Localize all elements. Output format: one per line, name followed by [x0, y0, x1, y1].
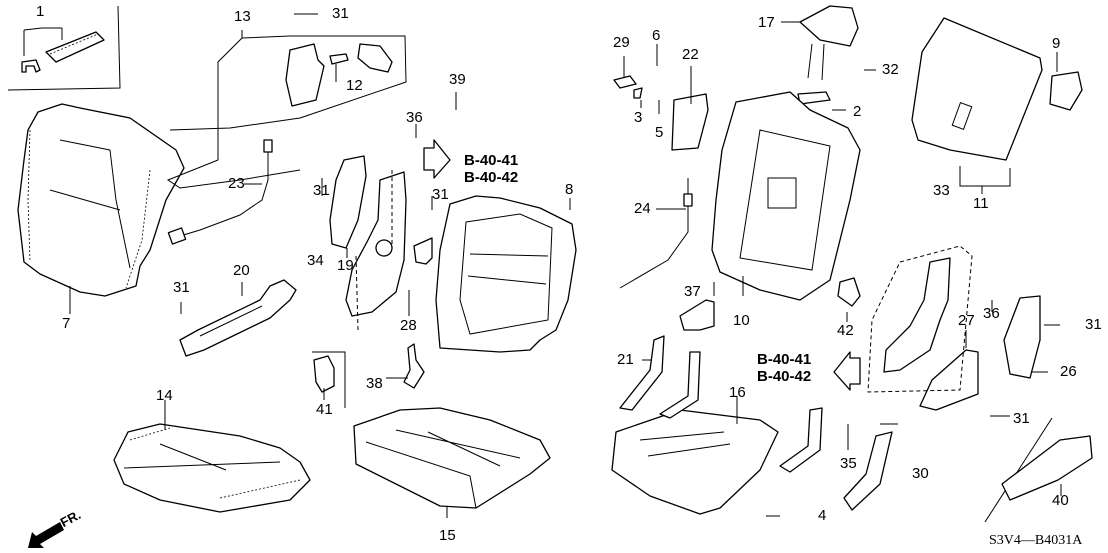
callout-7[interactable]: 7 — [62, 315, 71, 332]
callout-22[interactable]: 22 — [682, 46, 699, 63]
recliner-mechanism[interactable] — [345, 170, 407, 331]
callout-26[interactable]: 26 — [1060, 363, 1077, 380]
callout-1[interactable]: 1 — [36, 3, 45, 20]
callout-38[interactable]: 38 — [366, 375, 383, 392]
callout-29[interactable]: 29 — [613, 34, 630, 51]
callout-6[interactable]: 6 — [652, 27, 661, 44]
part-20-lever[interactable] — [179, 279, 297, 357]
part-19-recliner-cover[interactable] — [329, 155, 367, 249]
reference-upper[interactable]: B-40-41 B-40-42 — [464, 152, 518, 186]
part-41-cover[interactable] — [313, 355, 335, 393]
part-15-seat-cushion[interactable] — [353, 407, 551, 509]
callout-14[interactable]: 14 — [156, 387, 173, 404]
callout-31-right[interactable]: 31 — [1085, 316, 1102, 333]
callout-34[interactable]: 34 — [307, 252, 324, 269]
front-direction-arrow — [28, 522, 64, 548]
part-17-headrest[interactable] — [797, 5, 859, 105]
callout-42[interactable]: 42 — [837, 322, 854, 339]
callout-17[interactable]: 17 — [758, 14, 775, 31]
part-3-escutcheon[interactable] — [633, 87, 643, 99]
part-9-latch-cover[interactable] — [1049, 71, 1083, 111]
callout-40[interactable]: 40 — [1052, 492, 1069, 509]
part-27-hinge-cover[interactable] — [919, 349, 979, 411]
callout-30[interactable]: 30 — [912, 465, 929, 482]
callout-28[interactable]: 28 — [400, 317, 417, 334]
callout-21[interactable]: 21 — [617, 351, 634, 368]
part-10-seatback-frame[interactable] — [711, 91, 861, 301]
callout-12[interactable]: 12 — [346, 77, 363, 94]
hinge-bracket-right[interactable] — [883, 257, 951, 373]
callout-31-lower-right[interactable]: 31 — [1013, 410, 1030, 427]
part-12-handle[interactable] — [285, 43, 393, 107]
part-26-hinge-cover[interactable] — [1003, 295, 1041, 379]
part-21-seat-rail[interactable] — [619, 335, 665, 411]
callout-41[interactable]: 41 — [316, 401, 333, 418]
leader-lines — [69, 13, 1062, 518]
callout-5[interactable]: 5 — [655, 124, 664, 141]
callout-15[interactable]: 15 — [439, 527, 456, 544]
callout-36-left[interactable]: 36 — [406, 109, 423, 126]
part-29-knob[interactable] — [613, 75, 637, 89]
reference-lower-line-1: B-40-41 — [757, 351, 812, 368]
reference-arrow-upper[interactable] — [423, 139, 451, 179]
callout-10[interactable]: 10 — [733, 312, 750, 329]
callout-33[interactable]: 33 — [933, 182, 950, 199]
part-16-seat-frame[interactable] — [611, 409, 779, 515]
callout-31-left[interactable]: 31 — [313, 182, 330, 199]
callout-27[interactable]: 27 — [958, 312, 975, 329]
part-1-clip-set[interactable] — [7, 5, 121, 91]
callout-24[interactable]: 24 — [634, 200, 651, 217]
callout-35[interactable]: 35 — [840, 455, 857, 472]
callout-36-right[interactable]: 36 — [983, 305, 1000, 322]
part-7-seatback-cover[interactable] — [17, 103, 185, 298]
reference-upper-line-1: B-40-41 — [464, 152, 519, 169]
callout-4[interactable]: 4 — [818, 507, 827, 524]
callout-39[interactable]: 39 — [449, 71, 466, 88]
callout-19[interactable]: 19 — [337, 257, 354, 274]
callout-9[interactable]: 9 — [1052, 35, 1061, 52]
callout-23[interactable]: 23 — [228, 175, 245, 192]
part-28-bracket[interactable] — [413, 237, 433, 265]
part-24-cable[interactable] — [619, 178, 693, 289]
callout-16[interactable]: 16 — [729, 384, 746, 401]
callout-8[interactable]: 8 — [565, 181, 574, 198]
part-8-seatback[interactable] — [435, 195, 577, 353]
part-40-trim[interactable] — [1001, 435, 1093, 501]
part-37-bracket[interactable] — [679, 299, 715, 331]
part-23-cable[interactable] — [167, 139, 273, 245]
part-22-handle-cover[interactable] — [671, 93, 709, 151]
reference-upper-line-2: B-40-42 — [464, 169, 519, 186]
callout-37[interactable]: 37 — [684, 283, 701, 300]
callout-11[interactable]: 11 — [973, 195, 989, 212]
part-11-back-panel[interactable] — [911, 17, 1043, 161]
reference-lower-line-2: B-40-42 — [757, 368, 812, 385]
callout-31-center[interactable]: 31 — [432, 186, 449, 203]
callout-31-lower-left[interactable]: 31 — [173, 279, 190, 296]
part-42-clip[interactable] — [837, 277, 861, 307]
diagram-code: S3V4—B4031A — [989, 533, 1083, 548]
callout-3[interactable]: 3 — [634, 109, 643, 126]
part-14-seat-cushion[interactable] — [113, 423, 311, 513]
callout-20[interactable]: 20 — [233, 262, 250, 279]
reference-arrow-lower[interactable] — [833, 351, 861, 391]
callout-13[interactable]: 13 — [234, 8, 251, 25]
callout-31-top[interactable]: 31 — [332, 5, 349, 22]
callout-32[interactable]: 32 — [882, 61, 899, 78]
part-38-bracket[interactable] — [403, 343, 425, 389]
reference-lower[interactable]: B-40-41 B-40-42 — [757, 351, 811, 385]
callout-2[interactable]: 2 — [853, 103, 862, 120]
part-30-rail-cover[interactable] — [843, 431, 893, 511]
